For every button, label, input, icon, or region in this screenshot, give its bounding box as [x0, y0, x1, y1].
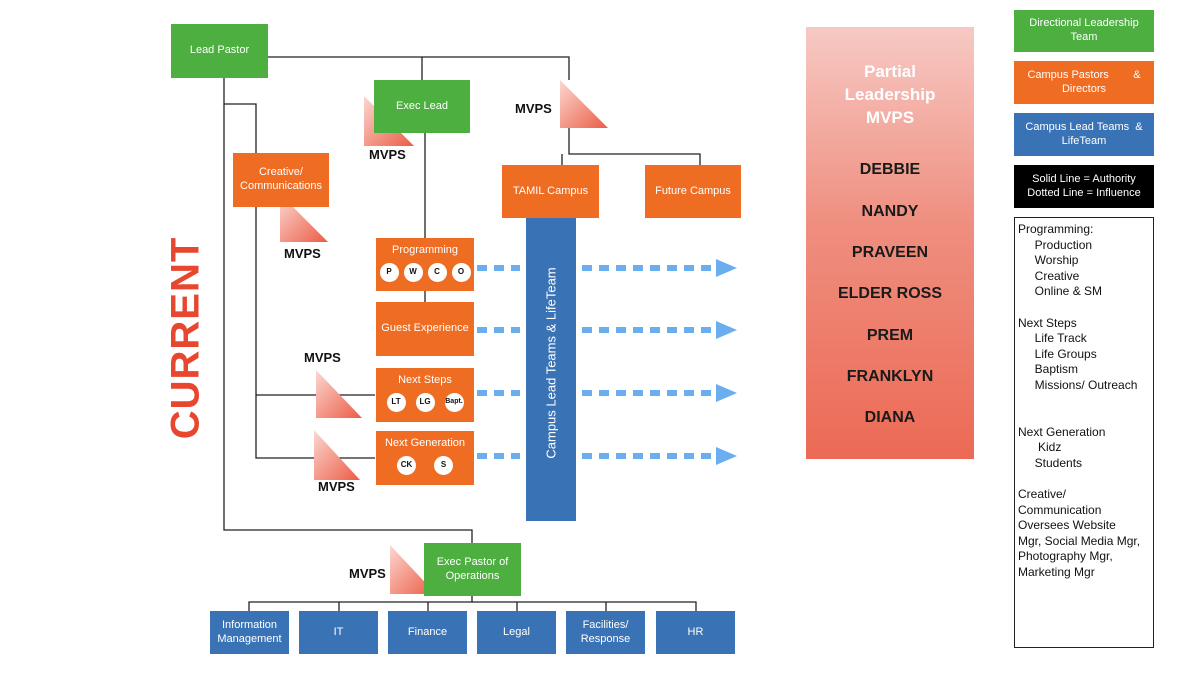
dept-legal[interactable]: Legal — [477, 611, 556, 654]
box-label: Facilities/ Response — [580, 618, 631, 645]
box-label: TAMIL Campus — [512, 184, 589, 197]
next-steps-box[interactable]: Next Steps LT LG Bapt. — [376, 368, 474, 422]
next-steps-circles: LT LG Bapt. — [386, 392, 464, 412]
leader-name: NANDY — [861, 203, 919, 220]
box-label: Guest Experience — [381, 322, 469, 335]
box-label: Future Campus — [655, 184, 731, 197]
tamil-campus-box[interactable]: TAMIL Campus — [502, 165, 599, 218]
box-label: Legal — [503, 625, 530, 638]
box-label: HR — [687, 625, 704, 638]
arrowhead-icon — [716, 259, 737, 277]
solid-line — [568, 128, 701, 165]
future-campus-box[interactable]: Future Campus — [645, 165, 741, 218]
next-generation-circles: CK S — [397, 455, 453, 475]
legend-campus-pastors: Campus Pastors & Directors — [1014, 61, 1154, 104]
dept-hr[interactable]: HR — [656, 611, 735, 654]
partial-leadership-panel: Partial Leadership MVPS DEBBIE NANDY PRA… — [806, 27, 974, 459]
circle-badge: C — [427, 262, 447, 282]
programming-circles: P W C O — [379, 262, 471, 282]
mvps-triangle-icon — [316, 370, 362, 418]
legend-label: Campus Lead Teams & LifeTeam — [1025, 120, 1143, 147]
solid-line — [248, 596, 473, 611]
arrowhead-icon — [716, 447, 737, 465]
creative-communications-box[interactable]: Creative/ Communications — [233, 153, 329, 207]
box-label: Exec Pastor of Operations — [436, 555, 509, 582]
box-label: Creative/ Communications — [240, 166, 322, 192]
legend-label: Directional Leadership Team — [1029, 17, 1139, 43]
mvps-triangle-icon — [314, 430, 360, 480]
legend-label: Solid Line = Authority Dotted Line = Inf… — [1027, 172, 1141, 199]
campus-lead-teams-bar[interactable] — [526, 218, 576, 521]
campus-lead-teams-label: Campus Lead Teams & LifeTeam — [543, 267, 559, 459]
mvps-triangle-icon — [560, 80, 608, 128]
mvps-label: MVPS — [515, 101, 552, 116]
dept-finance[interactable]: Finance — [388, 611, 467, 654]
box-label: Next Generation — [384, 437, 466, 449]
solid-line — [472, 601, 697, 611]
legend-description-box — [1014, 217, 1154, 648]
exec-pastor-operations-box[interactable]: Exec Pastor of Operations — [424, 543, 521, 596]
mvps-label: MVPS — [304, 350, 341, 365]
dept-it[interactable]: IT — [299, 611, 378, 654]
legend-line-key: Solid Line = Authority Dotted Line = Inf… — [1014, 165, 1154, 208]
circle-badge: W — [403, 262, 423, 282]
arrowhead-icon — [716, 321, 737, 339]
solid-line — [223, 104, 473, 543]
lead-pastor-box[interactable]: Lead Pastor — [171, 24, 268, 78]
mvps-label: MVPS — [369, 147, 406, 162]
leader-name: FRANKLYN — [846, 368, 934, 385]
exec-lead-box[interactable]: Exec Lead — [374, 80, 470, 133]
next-generation-box[interactable]: Next Generation CK S — [376, 431, 474, 485]
legend-campus-lead-teams: Campus Lead Teams & LifeTeam — [1014, 113, 1154, 156]
leader-name: DIANA — [864, 409, 916, 426]
mvps-label: MVPS — [349, 566, 386, 581]
box-label: Lead Pastor — [189, 44, 250, 57]
mvps-label: MVPS — [318, 479, 355, 494]
box-label: IT — [333, 625, 344, 638]
partial-leadership-title: Partial Leadership MVPS — [844, 62, 936, 127]
box-label: Programming — [391, 244, 459, 256]
dept-facilities-response[interactable]: Facilities/ Response — [566, 611, 645, 654]
circle-badge: CK — [397, 455, 416, 475]
leader-name: PRAVEEN — [851, 244, 929, 261]
box-label: Information Management — [217, 618, 282, 645]
box-label: Next Steps — [398, 374, 452, 386]
dept-information-management[interactable]: Information Management — [210, 611, 289, 654]
circle-badge: O — [451, 262, 471, 282]
circle-badge: Bapt. — [444, 392, 464, 412]
guest-experience-box[interactable]: Guest Experience — [376, 302, 474, 356]
box-label: Exec Lead — [396, 99, 448, 112]
leader-name: PREM — [866, 327, 914, 344]
leader-name: DEBBIE — [859, 161, 921, 178]
circle-badge: LG — [415, 392, 435, 412]
legend-label: Campus Pastors & Directors — [1027, 68, 1141, 95]
box-label: Finance — [407, 625, 448, 638]
programming-box[interactable]: Programming P W C O — [376, 238, 474, 291]
solid-line — [268, 56, 570, 80]
legend-directional-leadership: Directional Leadership Team — [1014, 10, 1154, 52]
current-label: CURRENT — [163, 236, 208, 440]
circle-badge: LT — [386, 392, 406, 412]
leader-name: ELDER ROSS — [837, 285, 942, 302]
legend-description: Programming: Production Worship Creative… — [1018, 222, 1141, 580]
solid-line — [223, 78, 375, 459]
mvps-label: MVPS — [284, 246, 321, 261]
circle-badge: P — [379, 262, 399, 282]
circle-badge: S — [434, 455, 453, 475]
arrowhead-icon — [716, 384, 737, 402]
